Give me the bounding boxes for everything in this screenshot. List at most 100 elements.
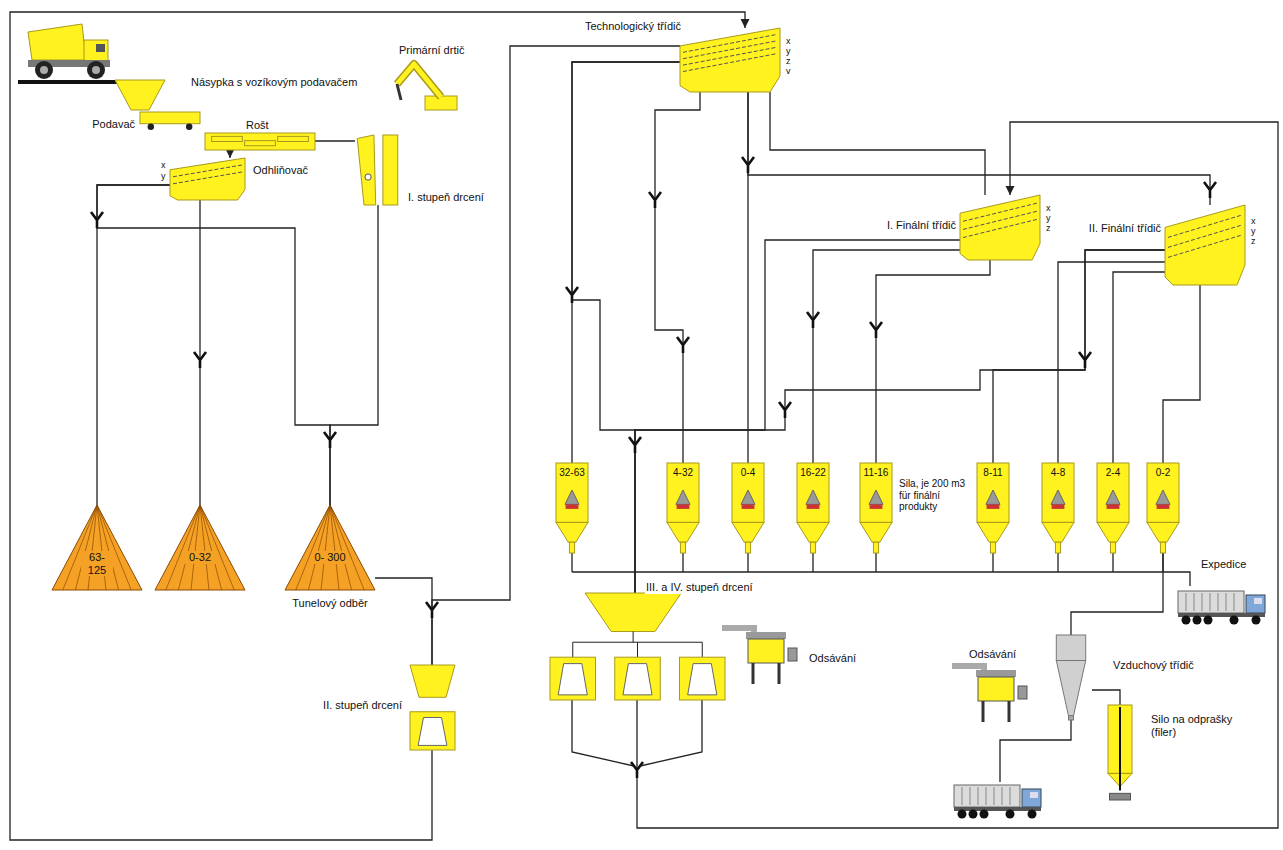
note: Sila, je 200 m3 für finální produkty: [898, 478, 974, 513]
screen: I. Finální třídič: [960, 195, 1040, 260]
text-holder: 2-4: [1097, 467, 1129, 479]
flow-line: [97, 185, 170, 505]
deck-label: z: [1250, 236, 1257, 246]
equipment-label: I. Finální třídič: [886, 219, 957, 232]
product-silo: 11-16: [860, 463, 892, 553]
flow-line: [315, 140, 355, 141]
text-holder: 63- 125: [81, 551, 113, 576]
stockpile: 63- 125: [52, 505, 142, 590]
flow-line: [572, 62, 680, 463]
fraction-label: 63- 125: [81, 551, 113, 576]
text-holder: II. Finální třídič: [1065, 218, 1162, 236]
y-chute: [91, 157, 1216, 778]
text-holder: Rošt: [245, 115, 285, 133]
fraction-label: 0-4: [732, 467, 764, 479]
screen: II. Finální třídič: [1165, 205, 1245, 285]
product-silo: 4-8: [1042, 463, 1074, 553]
flow-line: [10, 12, 745, 840]
text-holder: Primární drtič: [398, 40, 488, 58]
equipment-label: Rošt: [245, 119, 270, 132]
screen-shape: [680, 28, 780, 92]
product-silo: 0-2: [1147, 463, 1179, 553]
deck-label: z: [785, 56, 792, 66]
scalping-screen-shape: [170, 158, 245, 200]
equipment-label: II. stupeň drcení: [322, 699, 403, 712]
text-holder: 16-22: [797, 467, 829, 479]
stockpile: 0-32: [155, 505, 245, 590]
text-holder: Násypka s vozíkovým podavačem: [190, 72, 390, 90]
product-silo: 32-63: [556, 463, 588, 553]
equipment-label: Odhliňovač: [252, 164, 309, 177]
equipment-label: I. stupeň drcení: [407, 191, 485, 204]
truck: [954, 785, 1041, 819]
flow-line: [993, 250, 1165, 463]
flow-line: [375, 578, 432, 665]
dust-extractor: [722, 628, 797, 684]
text-holder: 0-2: [1147, 467, 1179, 479]
flow-line: [770, 92, 985, 195]
text-holder: Odsávání: [808, 648, 870, 666]
equipment-label: Podavač: [91, 118, 136, 131]
fraction-label: 0- 300: [314, 551, 346, 564]
text-holder: 32-63: [556, 467, 588, 479]
deck-label: y: [1250, 226, 1257, 236]
text-holder: 0- 300: [314, 551, 346, 564]
deck-label: x: [160, 160, 167, 170]
text-holder: Vzduchový třídič: [1112, 655, 1212, 673]
stockpile-shape: [52, 505, 142, 590]
dump-truck: [18, 24, 118, 84]
flow-line: [635, 250, 1165, 593]
equipment-label: III. a IV. stupeň drcení: [645, 581, 754, 594]
air-classifier: Vzduchový třídič: [1050, 635, 1092, 720]
deck-label: v: [785, 66, 792, 76]
air-classifier-shape: [1050, 635, 1092, 720]
equipment-label: Vzduchový třídič: [1112, 659, 1195, 672]
text-holder: 8-11: [977, 467, 1009, 479]
equipment-label: Odsávání: [968, 648, 1017, 661]
text-holder: III. a IV. stupeň drcení: [645, 577, 785, 595]
flow-line: [97, 185, 330, 505]
fraction-label: 4-32: [667, 467, 699, 479]
filler-silo: Silo na odprašky (filer): [1105, 705, 1135, 800]
fraction-label: 2-4: [1097, 467, 1129, 479]
equipment-label: Technologický třídič: [584, 20, 682, 33]
text-holder: I. stupeň drcení: [407, 187, 507, 205]
text-holder: Technologický třídič: [568, 16, 682, 34]
product-silo: 16-22: [797, 463, 829, 553]
text-holder: Silo na odprašky (filer): [1150, 713, 1240, 740]
flow-line: [637, 122, 1278, 828]
dust-extractor: [952, 666, 1027, 722]
equipment-label: II. Finální třídič: [1088, 222, 1162, 235]
deck-label: z: [1045, 223, 1052, 233]
text-holder: 4-8: [1042, 467, 1074, 479]
filler-silo-shape: [1105, 705, 1135, 800]
deck-label: y: [1045, 213, 1052, 223]
flow-line: [1092, 690, 1120, 705]
equipment-label: Odsávání: [808, 652, 857, 665]
flow-line: [635, 240, 960, 593]
flow-line: [199, 200, 200, 505]
flow-line: [876, 260, 990, 463]
cone-crusher-shape: [410, 665, 455, 750]
fraction-label: 32-63: [556, 467, 588, 479]
flow-line: [655, 92, 700, 463]
crusher-group-shape: [550, 593, 725, 700]
stockpile: 0- 300Tunelový odběr: [285, 505, 375, 590]
scalping-screen: Odhliňovač: [170, 158, 245, 200]
text-holder: Podavač: [78, 114, 136, 132]
crusher-group: III. a IV. stupeň drcení: [550, 593, 725, 700]
deck-label: y: [160, 171, 167, 181]
equipment-label: Silo na odprašky (filer): [1150, 713, 1240, 738]
text-holder: Odsávání: [968, 644, 1030, 662]
truck: [1178, 591, 1265, 625]
screen-shape: [1165, 205, 1245, 285]
cone-crusher: II. stupeň drcení: [410, 665, 455, 750]
flow-line: [1113, 272, 1165, 463]
jaw-crusher-shape: [355, 135, 400, 205]
feed-hopper-shape: [115, 80, 165, 110]
screen-shape: [960, 195, 1040, 260]
equipment-label: Násypka s vozíkovým podavačem: [190, 76, 358, 89]
deck-label: y: [785, 46, 792, 56]
fraction-label: 0-2: [1147, 467, 1179, 479]
